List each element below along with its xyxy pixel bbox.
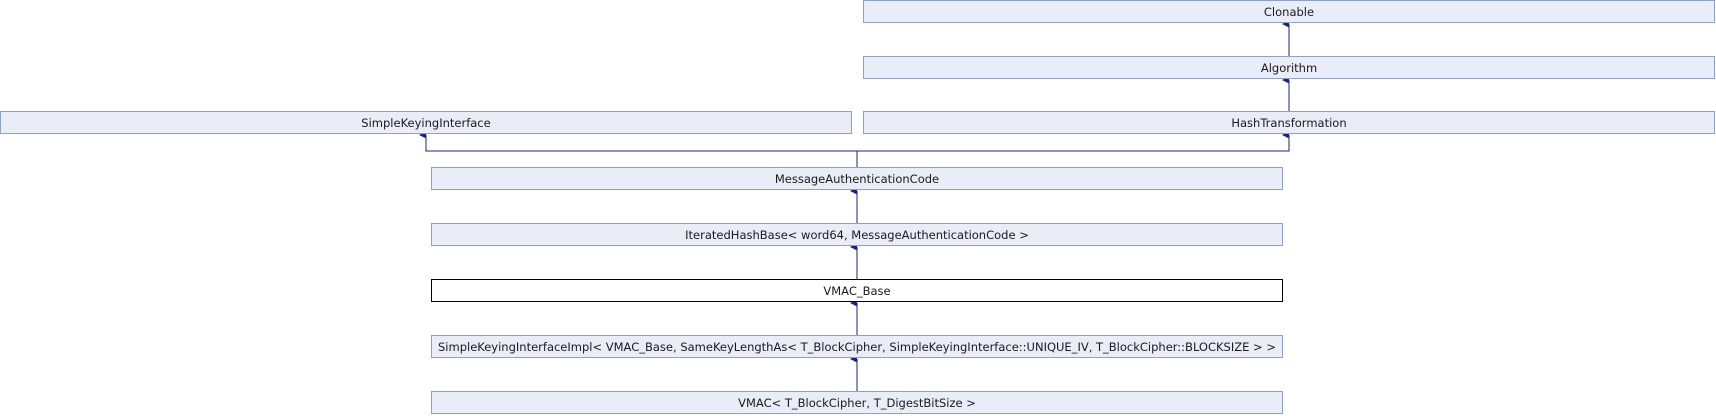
class-node-vmac[interactable]: VMAC< T_BlockCipher, T_DigestBitSize > bbox=[431, 391, 1283, 414]
class-node-simple-keying-interface[interactable]: SimpleKeyingInterface bbox=[0, 111, 852, 134]
class-node-label: HashTransformation bbox=[1231, 115, 1347, 130]
class-node-iterated-hash-base[interactable]: IteratedHashBase< word64, MessageAuthent… bbox=[431, 223, 1283, 246]
class-node-vmac-base-current: VMAC_Base bbox=[431, 279, 1283, 302]
class-node-message-authentication-code[interactable]: MessageAuthenticationCode bbox=[431, 167, 1283, 190]
class-node-label: Clonable bbox=[1263, 4, 1315, 19]
class-node-label: Algorithm bbox=[1260, 60, 1318, 75]
inheritance-edge bbox=[857, 131, 1290, 152]
class-node-hash-transformation[interactable]: HashTransformation bbox=[863, 111, 1715, 134]
class-node-simple-keying-interface-impl[interactable]: SimpleKeyingInterfaceImpl< VMAC_Base, Sa… bbox=[431, 335, 1283, 358]
class-node-clonable[interactable]: Clonable bbox=[863, 0, 1715, 23]
class-node-label: IteratedHashBase< word64, MessageAuthent… bbox=[685, 227, 1029, 242]
class-node-label: SimpleKeyingInterface bbox=[361, 115, 491, 130]
class-node-algorithm[interactable]: Algorithm bbox=[863, 56, 1715, 79]
class-node-label: VMAC< T_BlockCipher, T_DigestBitSize > bbox=[738, 395, 976, 410]
inheritance-edge bbox=[419, 131, 857, 152]
class-node-label: SimpleKeyingInterfaceImpl< VMAC_Base, Sa… bbox=[438, 339, 1276, 354]
class-node-label: MessageAuthenticationCode bbox=[774, 171, 940, 186]
class-node-label: VMAC_Base bbox=[823, 283, 891, 298]
